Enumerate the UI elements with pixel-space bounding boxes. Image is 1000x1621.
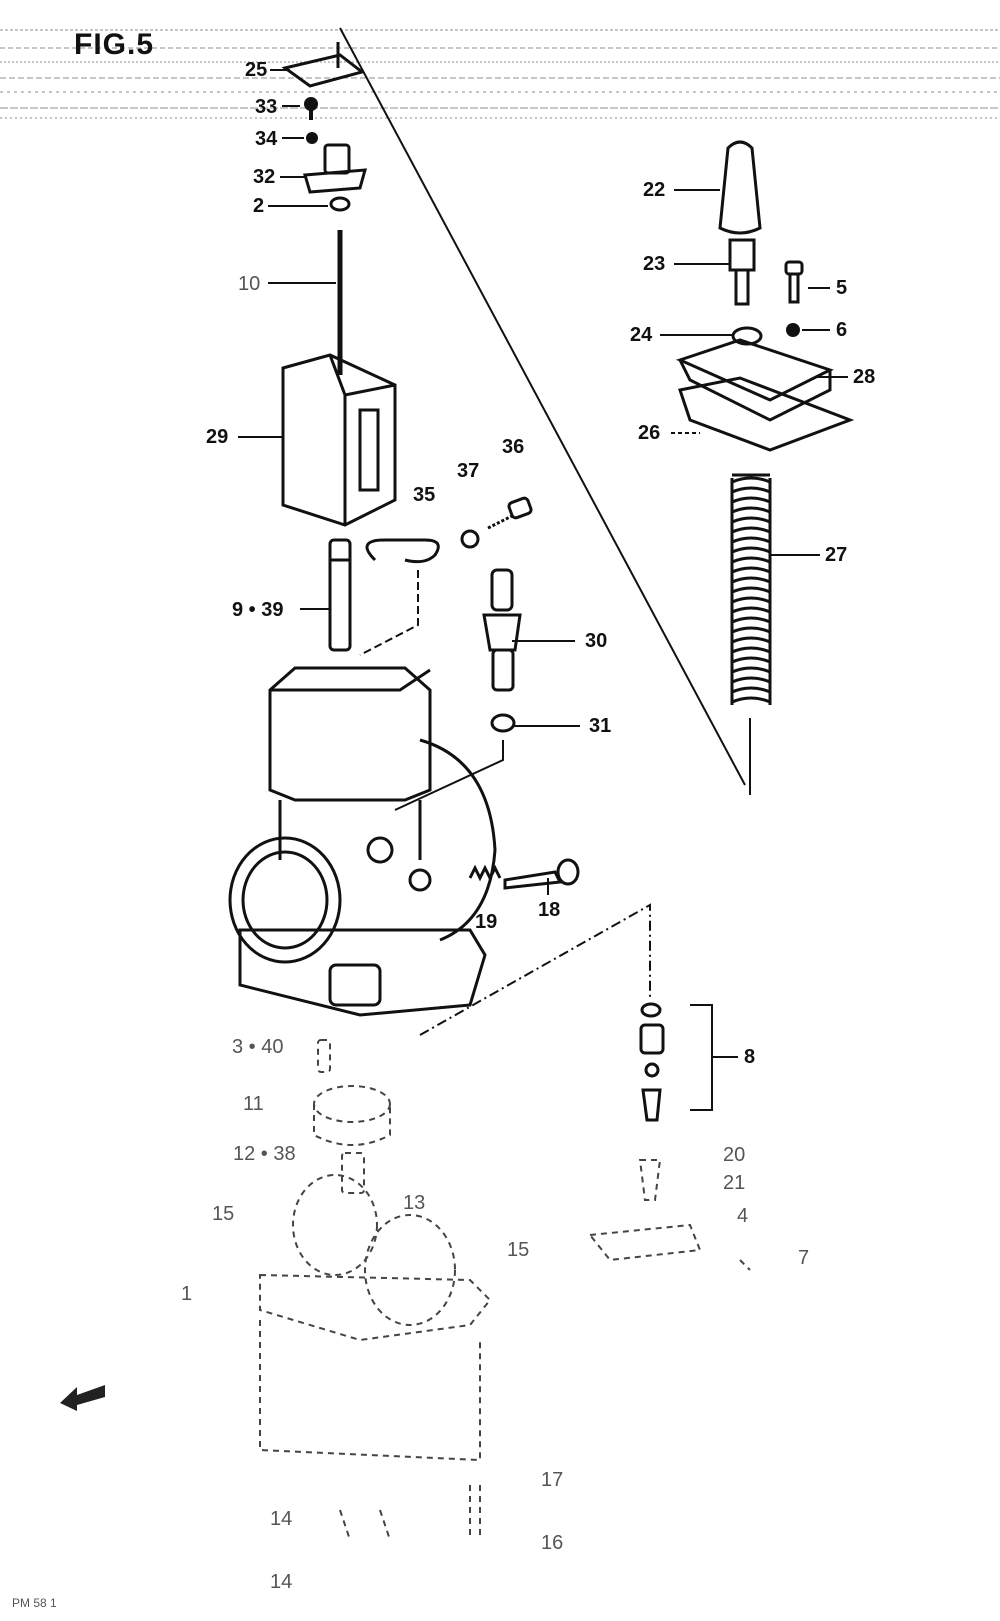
part-9-needle-jet	[328, 538, 352, 652]
callout-31: 31	[589, 715, 612, 737]
oring-leader	[394, 740, 504, 811]
callout-14a: 14	[270, 1508, 293, 1530]
callout-30: 30	[585, 630, 608, 652]
callout-34: 34	[255, 128, 278, 150]
callout-10: 10	[238, 273, 261, 295]
bracket-8	[690, 1004, 713, 1111]
callout-36: 36	[502, 436, 525, 458]
part-2-ring	[329, 196, 351, 212]
callout-24: 24	[630, 324, 653, 346]
front-arrow-icon	[60, 1385, 105, 1411]
callout-17: 17	[541, 1469, 564, 1491]
callout-4: 4	[737, 1205, 749, 1227]
part-36-screw	[487, 496, 533, 530]
callout-9-39: 9 • 39	[232, 599, 284, 621]
part-37-nut	[460, 529, 480, 549]
part-24-washer	[731, 326, 763, 346]
callout-16: 16	[541, 1532, 564, 1554]
callout-33: 33	[255, 96, 278, 118]
part-18-screw	[503, 858, 580, 890]
part-30-air-screw	[482, 568, 522, 692]
part-29-slide	[281, 353, 397, 527]
callout-21: 21	[723, 1172, 746, 1194]
part-26-gasket	[678, 376, 855, 452]
part-27-spring	[730, 473, 772, 705]
float-valve-leader	[419, 903, 651, 1036]
part-31-oring	[490, 713, 516, 733]
part-22-cap	[718, 140, 762, 235]
callout-leaders	[238, 69, 848, 895]
figure-footer: PM 58 1	[12, 1596, 57, 1610]
diagonal-leader	[339, 27, 746, 786]
callout-20: 20	[723, 1144, 746, 1166]
callout-26: 26	[638, 422, 661, 444]
part-32-bracket	[303, 143, 368, 194]
callout-29: 29	[206, 426, 229, 448]
part-34-washer	[306, 132, 318, 144]
callout-22: 22	[643, 179, 666, 201]
callout-1: 1	[181, 1283, 193, 1305]
callout-25: 25	[245, 59, 268, 81]
callout-15b: 15	[507, 1239, 530, 1261]
callout-5: 5	[836, 277, 848, 299]
part-8-float-valve	[639, 1002, 665, 1122]
callout-14b: 14	[270, 1571, 293, 1593]
part-33-screw	[304, 97, 318, 120]
part-23-adjuster	[728, 238, 756, 306]
carburetor-body	[228, 666, 497, 1017]
callout-12-38: 12 • 38	[233, 1143, 296, 1165]
callout-35: 35	[413, 484, 436, 506]
callout-18: 18	[538, 899, 561, 921]
part-5-screw	[784, 260, 804, 304]
callout-19: 19	[475, 911, 498, 933]
scan-noise-band	[0, 29, 1000, 119]
callout-3-40: 3 • 40	[232, 1036, 284, 1058]
part-28-plate	[675, 338, 834, 422]
part-6-washer	[786, 323, 800, 337]
part-35-clip	[365, 538, 440, 564]
callout-15a: 15	[212, 1203, 235, 1225]
callout-8: 8	[744, 1046, 756, 1068]
callout-32: 32	[253, 166, 276, 188]
callout-23: 23	[643, 253, 666, 275]
callout-37: 37	[457, 460, 480, 482]
figure-title: FIG.5	[74, 28, 155, 61]
callout-27: 27	[825, 544, 848, 566]
part-19-spring	[468, 864, 502, 882]
callout-28: 28	[853, 366, 876, 388]
callout-2: 2	[253, 195, 265, 217]
callout-11: 11	[243, 1093, 264, 1115]
callout-6: 6	[836, 319, 848, 341]
clip-leader	[359, 570, 419, 656]
callout-13: 13	[403, 1192, 426, 1214]
faint-lower-parts	[259, 1039, 751, 1541]
part-25-cap	[281, 42, 366, 88]
callout-7: 7	[798, 1247, 810, 1269]
